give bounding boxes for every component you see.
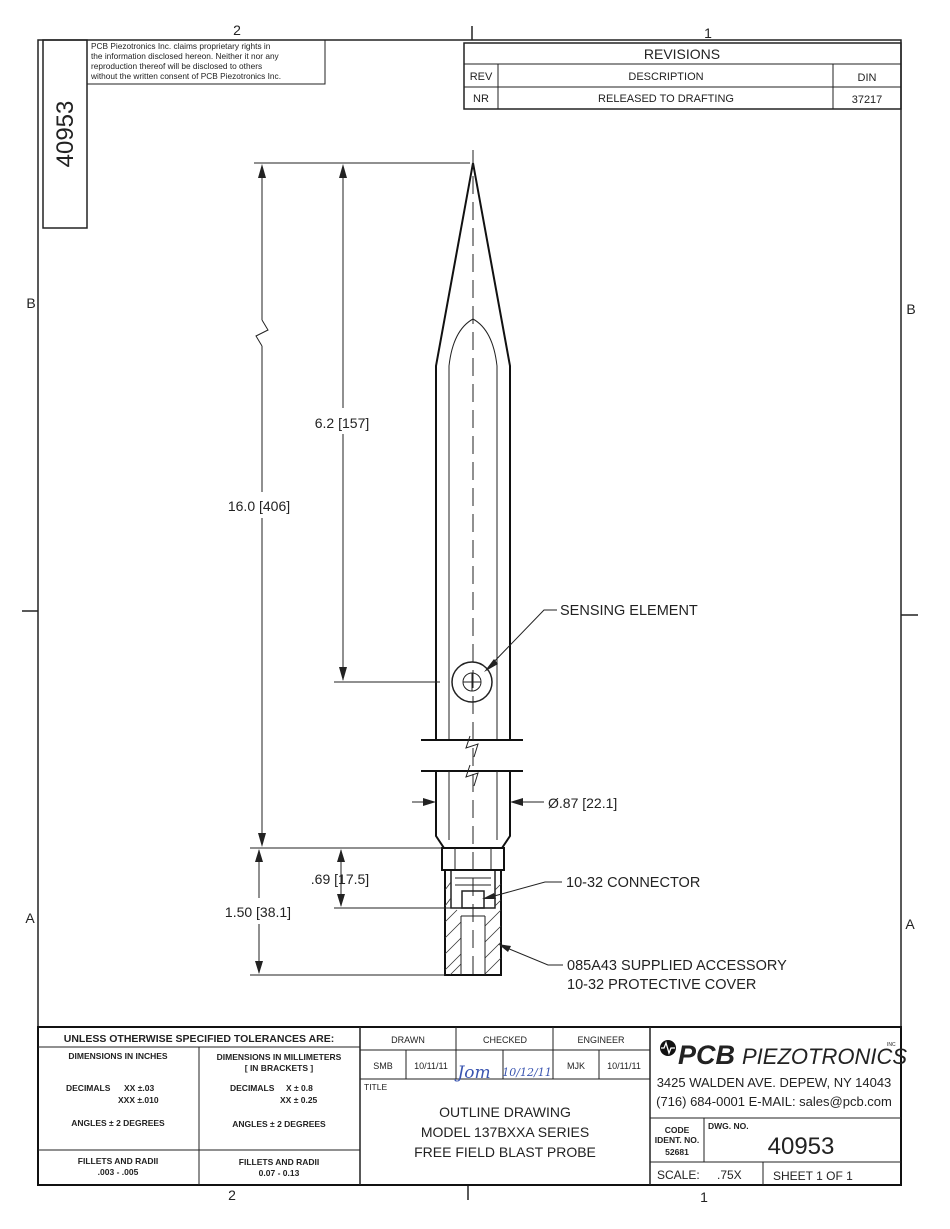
dim-tip-to-element: 6.2 [157] <box>315 415 370 431</box>
drawing-info-block: CODE IDENT. NO. 52681 DWG. NO. 40953 SCA… <box>655 1121 853 1183</box>
dim-connector-length: .69 [17.5] <box>311 871 369 887</box>
tolerances-block: UNLESS OTHERWISE SPECIFIED TOLERANCES AR… <box>64 1033 342 1178</box>
tolerance-inch-angles: ANGLES ± 2 DEGREES <box>71 1118 165 1128</box>
title-label: TITLE <box>364 1082 387 1092</box>
code-label: CODE <box>665 1125 690 1135</box>
checked-date: 10/12/11 <box>502 1066 551 1079</box>
probe-drawing <box>421 150 523 976</box>
engineer-date: 10/11/11 <box>607 1061 641 1071</box>
company-logo-bold: PCB <box>678 1040 735 1070</box>
zone-label-bottom-right: 1 <box>700 1189 708 1205</box>
tolerance-inch-fillets-label: FILLETS AND RADII <box>78 1156 158 1166</box>
callout-labels: SENSING ELEMENT 10-32 CONNECTOR 085A43 S… <box>560 603 787 993</box>
revisions-header-din: DIN <box>858 72 877 84</box>
break-zigzag <box>465 764 479 787</box>
side-dwg-number: 40953 <box>52 101 79 168</box>
protective-cover-hatch <box>444 881 502 976</box>
callout-sensing-element: SENSING ELEMENT <box>560 603 698 619</box>
callout-accessory-line2: 10-32 PROTECTIVE COVER <box>567 977 756 993</box>
company-block: PCB PIEZOTRONICS INC 3425 WALDEN AVE. DE… <box>656 1040 907 1109</box>
revisions-title: REVISIONS <box>644 46 720 62</box>
side-dwg-box <box>42 39 88 229</box>
code-value: 52681 <box>665 1147 689 1157</box>
drawn-date: 10/11/11 <box>414 1061 448 1071</box>
proprietary-line: the information disclosed hereon. Neithe… <box>91 51 280 61</box>
tolerance-mm-xx: XX ± 0.25 <box>280 1095 318 1105</box>
company-address: 3425 WALDEN AVE. DEPEW, NY 14043 <box>657 1075 892 1090</box>
scale-label: SCALE: <box>657 1168 700 1182</box>
dimension-labels: 16.0 [406] 6.2 [157] Ø.87 [22.1] .69 [17… <box>225 415 617 920</box>
checked-header: CHECKED <box>483 1035 528 1045</box>
proprietary-line: without the written consent of PCB Piezo… <box>90 71 281 81</box>
revision-rev: NR <box>473 93 489 105</box>
revisions-header-description: DESCRIPTION <box>628 71 703 83</box>
zone-label-right-a: A <box>905 916 915 932</box>
drawn-header: DRAWN <box>391 1035 425 1045</box>
proprietary-line: reproduction thereof will be disclosed t… <box>91 61 262 71</box>
tolerance-mm-fillets-value: 0.07 - 0.13 <box>259 1168 300 1178</box>
checked-signature: Jom <box>454 1063 490 1083</box>
zone-label-top-left: 2 <box>233 22 241 38</box>
drawing-border <box>37 39 902 1186</box>
zone-label-left-a: A <box>25 910 35 926</box>
engineer-by: MJK <box>567 1061 585 1071</box>
drawn-by: SMB <box>373 1061 393 1071</box>
title-block <box>37 1026 902 1186</box>
zone-label-top-right: 1 <box>704 25 712 41</box>
zone-label-left-b: B <box>26 295 35 311</box>
tolerance-mm-fillets-label: FILLETS AND RADII <box>239 1157 319 1167</box>
revisions-header-rev: REV <box>470 71 493 83</box>
company-contact: (716) 684-0001 E-MAIL: sales@pcb.com <box>656 1094 892 1109</box>
proprietary-line: PCB Piezotronics Inc. claims proprietary… <box>91 41 271 51</box>
tolerance-mm-angles: ANGLES ± 2 DEGREES <box>232 1119 326 1129</box>
dim-overall-length: 16.0 [406] <box>228 498 290 514</box>
dim-diameter: Ø.87 [22.1] <box>548 795 617 811</box>
title-line-1: OUTLINE DRAWING <box>439 1104 571 1120</box>
title-line-2: MODEL 137BXXA SERIES <box>421 1124 589 1140</box>
sheet-info: SHEET 1 OF 1 <box>773 1169 853 1183</box>
dwg-no-value: 40953 <box>768 1133 835 1160</box>
callout-connector: 10-32 CONNECTOR <box>566 875 700 891</box>
tolerance-mm-header: DIMENSIONS IN MILLIMETERS <box>217 1052 342 1062</box>
break-zigzag <box>465 735 479 758</box>
revision-din: 37217 <box>852 94 883 106</box>
sensing-element-circle <box>451 661 493 703</box>
company-trademark: INC <box>887 1042 896 1048</box>
scale-value: .75X <box>717 1168 742 1182</box>
callout-accessory-line1: 085A43 SUPPLIED ACCESSORY <box>567 958 787 974</box>
revision-description: RELEASED TO DRAFTING <box>598 93 734 105</box>
tolerance-heading: UNLESS OTHERWISE SPECIFIED TOLERANCES AR… <box>64 1033 335 1045</box>
dwg-no-label: DWG. NO. <box>708 1121 749 1131</box>
tolerance-mm-brackets: [ IN BRACKETS ] <box>245 1063 314 1073</box>
probe-flat-lines-lower <box>448 771 498 840</box>
pcb-logo-icon <box>660 1040 676 1056</box>
approvals-block: DRAWN CHECKED ENGINEER SMB 10/11/11 Jom … <box>373 1035 641 1083</box>
tolerance-inch-xx: XX ±.03 <box>124 1083 154 1093</box>
revisions-block: REVISIONS REV DESCRIPTION DIN NR RELEASE… <box>463 42 902 110</box>
engineer-header: ENGINEER <box>577 1035 625 1045</box>
drawing-title: TITLE OUTLINE DRAWING MODEL 137BXXA SERI… <box>364 1082 596 1160</box>
tolerance-inch-decimals-label: DECIMALS <box>66 1083 111 1093</box>
title-line-3: FREE FIELD BLAST PROBE <box>414 1144 596 1160</box>
company-logo-name: PIEZOTRONICS <box>742 1044 907 1069</box>
dim-cover-length: 1.50 [38.1] <box>225 904 291 920</box>
tolerance-inch-fillets-value: .003 - .005 <box>98 1167 139 1177</box>
tolerance-mm-decimals-label: DECIMALS <box>230 1083 275 1093</box>
tolerance-inches-header: DIMENSIONS IN INCHES <box>68 1051 168 1061</box>
ident-label: IDENT. NO. <box>655 1135 699 1145</box>
zone-label-bottom-left: 2 <box>228 1187 236 1203</box>
tolerance-mm-x: X ± 0.8 <box>286 1083 313 1093</box>
proprietary-notice: PCB Piezotronics Inc. claims proprietary… <box>90 41 281 81</box>
dimension-lines <box>250 162 563 976</box>
zone-label-right-b: B <box>906 301 915 317</box>
tolerance-inch-xxx: XXX ±.010 <box>118 1095 159 1105</box>
